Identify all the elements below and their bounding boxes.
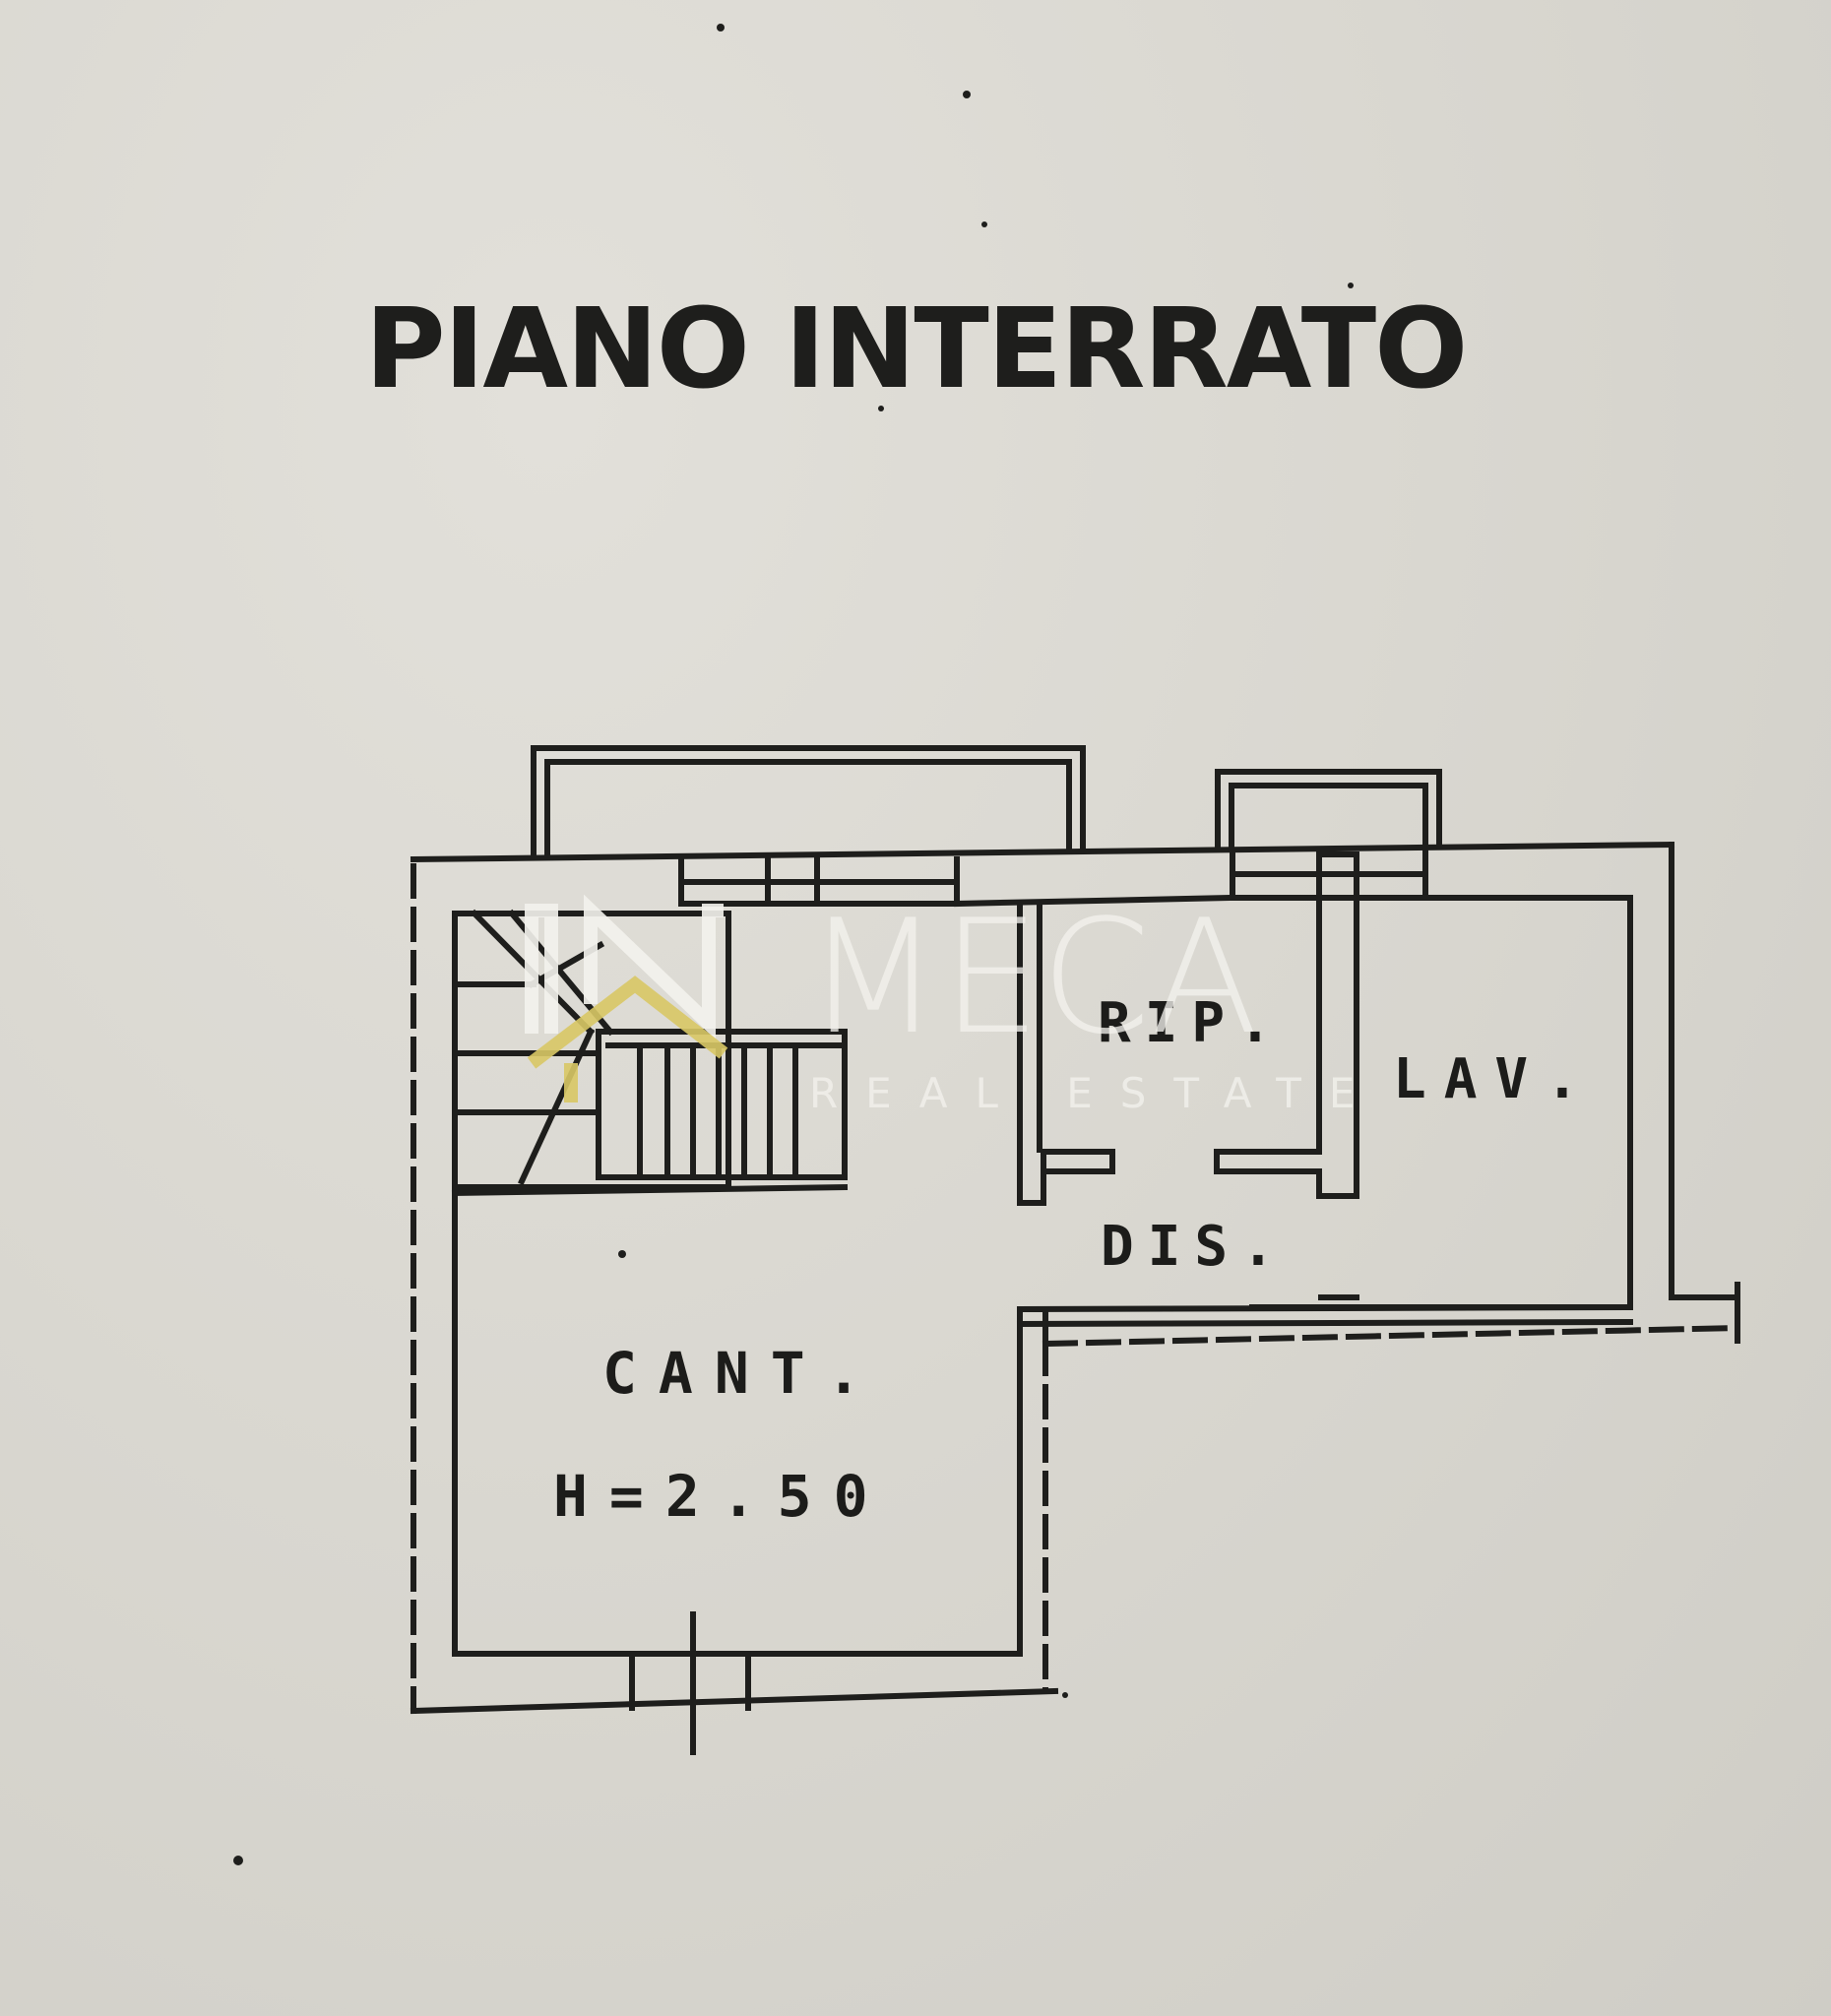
meca-watermark: MECA REAL ESTATE bbox=[525, 885, 1382, 1117]
disimpegno-wall bbox=[1016, 1294, 1634, 1328]
watermark-tagline: REAL ESTATE bbox=[809, 1069, 1382, 1117]
watermark-brand: MECA bbox=[805, 885, 1258, 1069]
room-label-rip: RIP. bbox=[1098, 991, 1286, 1055]
room-label-dis: DIS. bbox=[1101, 1215, 1289, 1279]
ripostiglio-walls bbox=[1017, 851, 1359, 1206]
outer-wall-top bbox=[410, 841, 1675, 908]
dashed-boundary bbox=[410, 863, 1741, 1714]
staircase bbox=[451, 909, 849, 1197]
plan-title: PIANO INTERRATO bbox=[364, 285, 1469, 413]
paper-specks bbox=[233, 24, 1354, 1865]
room-label-lav: LAV. bbox=[1393, 1047, 1597, 1111]
meca-logo-icon bbox=[525, 894, 728, 1102]
light-well-left bbox=[531, 745, 1086, 857]
room-label-cant-height: H=2.50 bbox=[553, 1463, 890, 1530]
light-well-right bbox=[1215, 769, 1442, 850]
room-label-cant: CANT. bbox=[602, 1340, 883, 1407]
